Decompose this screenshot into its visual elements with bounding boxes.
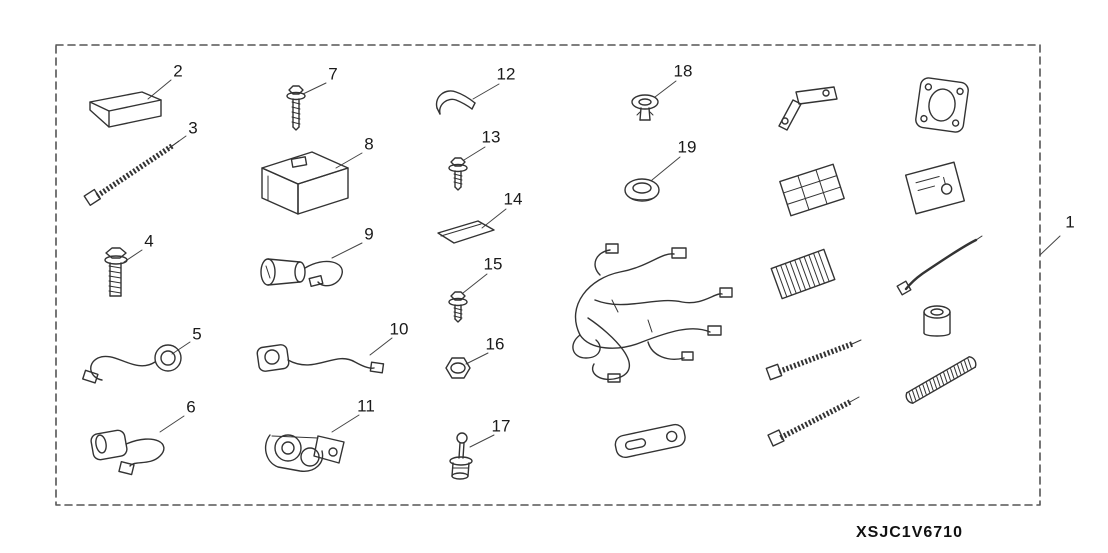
callout-9: 9 <box>364 224 374 244</box>
callout-5: 5 <box>192 324 202 344</box>
cable-tie-icon <box>765 339 862 381</box>
cylinder-socket-icon <box>90 429 165 476</box>
push-clip-icon <box>631 94 659 121</box>
socket-harness-icon <box>82 344 182 384</box>
callout-6: 6 <box>186 397 196 417</box>
cushion-pad-icon <box>437 220 495 244</box>
spring-clip-icon <box>435 90 476 115</box>
wire-harness-icon <box>572 243 733 383</box>
callout-8: 8 <box>364 134 374 154</box>
callout-16: 16 <box>485 334 505 354</box>
callout-4: 4 <box>144 231 154 251</box>
gasket-plate-icon <box>915 77 969 133</box>
wire-tie-icon <box>83 140 180 206</box>
pin-switch-icon <box>449 432 473 480</box>
flange-nut-icon <box>445 357 471 379</box>
flange-screw-icon <box>286 85 306 131</box>
callout-14: 14 <box>503 189 523 209</box>
callout-12: 12 <box>496 64 516 84</box>
long-cable-tie-icon <box>896 235 983 296</box>
threaded-rod-icon <box>905 356 977 404</box>
callout-10: 10 <box>389 319 409 339</box>
callout-15: 15 <box>483 254 503 274</box>
actuator-icon <box>264 434 345 472</box>
cable-tie-icon <box>767 396 860 447</box>
lock-cylinder-icon <box>260 258 343 288</box>
callout-11: 11 <box>357 396 375 416</box>
callout-19: 19 <box>677 137 697 157</box>
tapping-screw-icon <box>448 157 468 191</box>
leader-lines <box>123 79 1061 448</box>
callout-1: 1 <box>1065 212 1075 232</box>
plate-bracket-icon <box>614 423 686 459</box>
marking-sheet-icon <box>904 161 966 215</box>
kit-boundary-box <box>55 44 1041 506</box>
callout-17: 17 <box>491 416 511 436</box>
foam-pad-icon <box>770 248 836 300</box>
mounting-bracket-icon <box>778 86 838 131</box>
callout-3: 3 <box>188 118 198 138</box>
callout-18: 18 <box>673 61 693 81</box>
socket-lead-wire-icon <box>256 344 385 374</box>
flange-bolt-icon <box>104 247 128 297</box>
callout-2: 2 <box>173 61 183 81</box>
booklet-icon <box>89 91 162 128</box>
callout-13: 13 <box>481 127 501 147</box>
grommet-icon <box>624 178 660 202</box>
diagram-code: XSJC1V6710 <box>856 524 963 541</box>
cap-nut-icon <box>923 305 951 337</box>
template-grid-sheet-icon <box>779 163 845 217</box>
callout-7: 7 <box>328 64 338 84</box>
tapping-screw-icon <box>448 291 468 323</box>
control-unit-icon <box>261 151 349 215</box>
